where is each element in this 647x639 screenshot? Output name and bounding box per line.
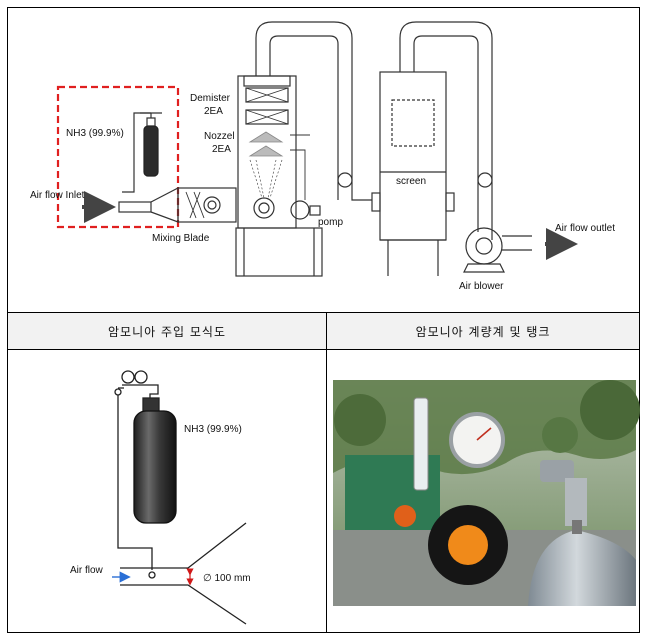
- screen-label: screen: [396, 176, 426, 187]
- nh3-injection-highlight-box: [56, 85, 180, 229]
- mixing-blade-label: Mixing Blade: [152, 233, 210, 244]
- row-divider-header: [7, 349, 640, 350]
- nozzel-qty-label: 2EA: [212, 144, 231, 155]
- air-flow-label: Air flow: [70, 565, 104, 576]
- ammonia-meter-and-tank-photo: [333, 380, 640, 606]
- pomp-label: pomp: [318, 217, 343, 228]
- row-divider-top: [7, 312, 640, 313]
- air-blower-label: Air blower: [459, 281, 504, 292]
- nh3-injection-schematic: [112, 370, 247, 625]
- air-flow-inlet-label: Air flow Inlet: [30, 190, 85, 201]
- column-divider: [326, 312, 327, 633]
- demister-qty-label: 2EA: [204, 106, 223, 117]
- scrubber-system-schematic: [56, 21, 578, 277]
- injection-diagram-labels: NH3 (99.9%) Air flow ∅ 100 mm: [70, 424, 251, 584]
- nh3-label: NH3 (99.9%): [184, 424, 242, 435]
- diameter-label: ∅ 100 mm: [203, 573, 251, 584]
- demister-label: Demister: [190, 93, 231, 104]
- nozzel-label: Nozzel: [204, 131, 235, 142]
- nh3-top-label: NH3 (99.9%): [66, 128, 124, 139]
- left-column-header: 암모니아 주입 모식도: [8, 313, 326, 349]
- air-flow-outlet-label: Air flow outlet: [555, 223, 615, 234]
- nh3-cylinder: [133, 410, 177, 524]
- right-column-header: 암모니아 계량계 및 탱크: [327, 313, 639, 349]
- figure-frame: [7, 7, 640, 633]
- top-diagram-labels: Demister 2EA Nozzel 2EA NH3 (99.9%) Air …: [30, 93, 615, 292]
